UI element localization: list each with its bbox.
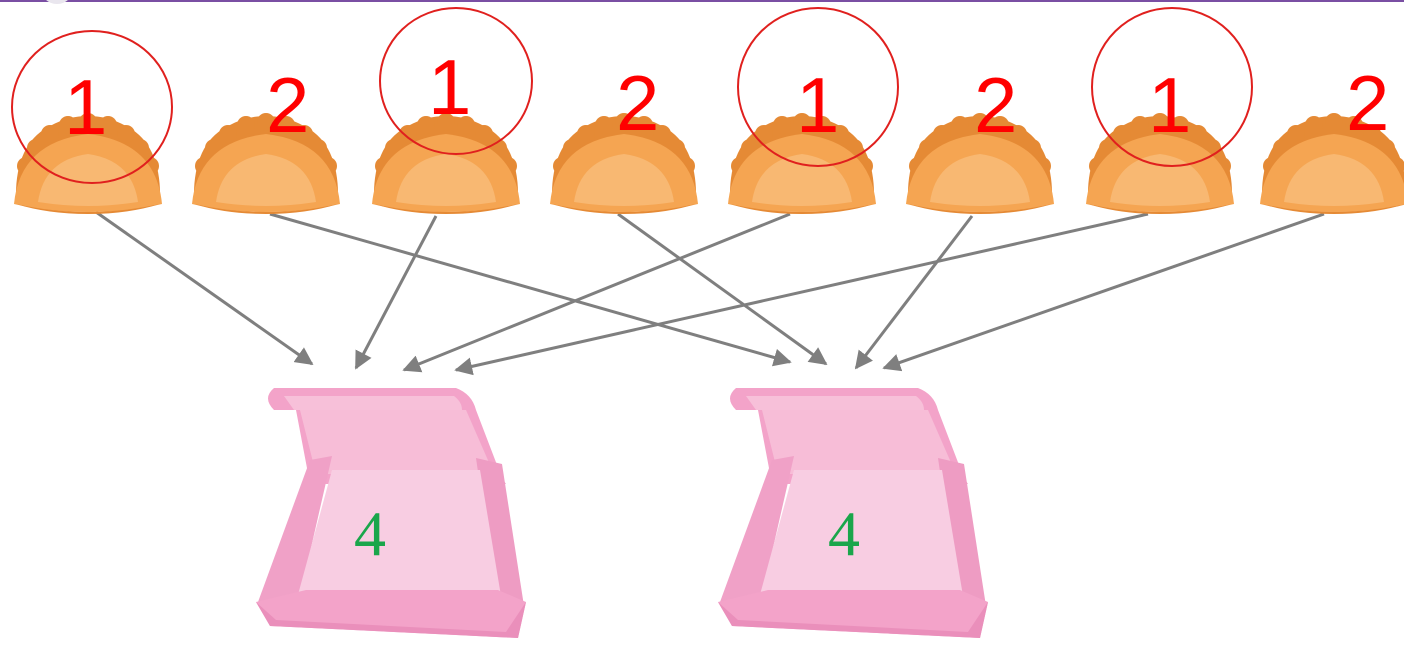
arrow-group bbox=[95, 210, 1325, 376]
arrow-dumpling-6-to-box-2 bbox=[854, 215, 974, 370]
arrow-dumpling-4-to-box-2 bbox=[617, 212, 828, 366]
arrow-dumpling-5-to-box-1 bbox=[402, 212, 791, 373]
dumpling-7-number: 1 bbox=[1148, 61, 1192, 149]
highlight-circle-4 bbox=[1091, 7, 1253, 167]
dumpling-3-number: 1 bbox=[428, 43, 472, 131]
box-1-count: 4 bbox=[354, 498, 386, 569]
box-1 bbox=[256, 388, 526, 638]
arrow-dumpling-2-to-box-2 bbox=[269, 212, 792, 367]
dumpling-6-number: 2 bbox=[974, 61, 1018, 149]
arrow-dumpling-8-to-box-2 bbox=[882, 212, 1325, 372]
dumpling-4-number: 2 bbox=[616, 59, 660, 147]
highlight-circle-1 bbox=[11, 30, 173, 184]
dumpling-1-number: 1 bbox=[64, 63, 108, 151]
arrow-dumpling-1-to-box-1 bbox=[95, 210, 314, 366]
dumpling-2-number: 2 bbox=[266, 61, 310, 149]
highlight-circle-3 bbox=[737, 7, 899, 167]
arrow-dumpling-3-to-box-1 bbox=[354, 215, 438, 370]
box-2-count: 4 bbox=[828, 498, 860, 569]
arrow-dumpling-7-to-box-1 bbox=[454, 212, 1149, 376]
top-border bbox=[0, 0, 1404, 4]
dumpling-5-number: 1 bbox=[796, 61, 840, 149]
top-tab-shape bbox=[40, 0, 74, 4]
highlight-circle-2 bbox=[379, 7, 533, 155]
dumpling-8-number: 2 bbox=[1346, 59, 1390, 147]
